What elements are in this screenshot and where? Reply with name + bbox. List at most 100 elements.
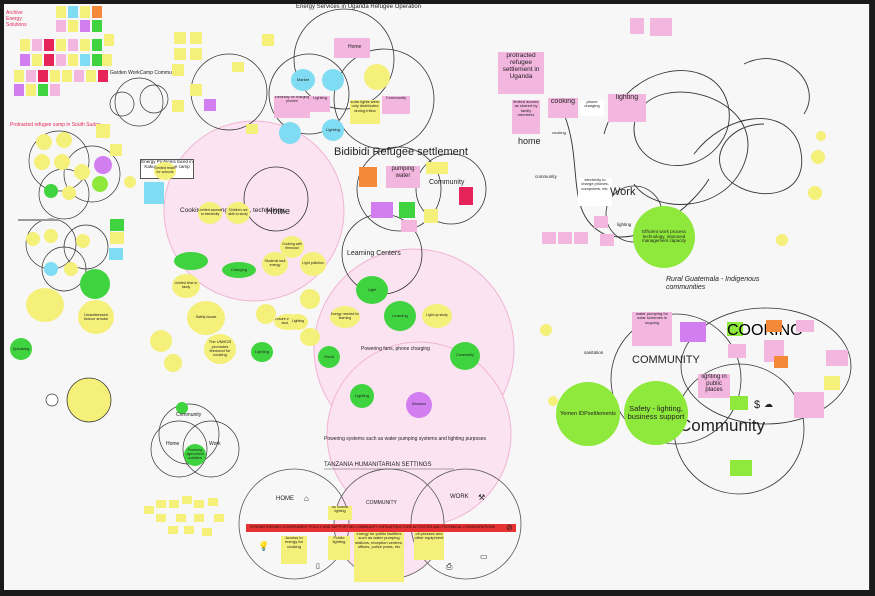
sticky-note[interactable] [169, 500, 179, 508]
yellow-note-3[interactable]: Cooking with firewood [280, 236, 304, 258]
sticky-note[interactable] [38, 84, 48, 96]
sticky-circle[interactable] [322, 69, 344, 91]
top-home-note[interactable] [334, 38, 370, 58]
sticky-note[interactable] [262, 34, 274, 46]
sticky-note[interactable] [68, 20, 78, 32]
sticky-note[interactable] [730, 396, 748, 410]
sticky-note[interactable] [190, 48, 202, 60]
yellow-note-10[interactable]: Energy needed for learning [330, 306, 360, 328]
sticky-circle[interactable] [36, 134, 52, 150]
no-lighting-note[interactable]: No outside lighting [328, 506, 352, 520]
sticky-circle[interactable] [150, 330, 172, 352]
green-note-rural[interactable]: Rural [318, 346, 340, 368]
sticky-circle[interactable] [256, 304, 276, 324]
market-circle[interactable]: Market [291, 69, 315, 91]
electricity-note[interactable]: Electricity for charging phones [274, 96, 310, 118]
sticky-note[interactable] [26, 70, 36, 82]
sticky-circle[interactable] [56, 132, 72, 148]
sticky-note[interactable] [680, 322, 706, 342]
sticky-note[interactable] [176, 514, 186, 522]
sticky-note[interactable] [144, 506, 154, 514]
green-note-light[interactable]: Light [356, 276, 388, 304]
mid-note[interactable]: Unaddressed Indoor smoke [78, 300, 114, 334]
sticky-note[interactable] [359, 167, 377, 187]
sticky-note[interactable] [630, 18, 644, 34]
sticky-note[interactable] [766, 320, 782, 332]
sticky-circle[interactable] [540, 324, 552, 336]
sticky-note[interactable] [56, 20, 66, 32]
yellow-note-7[interactable]: Safety issues [187, 301, 225, 335]
oil-presses-note[interactable]: oil presses and other equipment [414, 532, 444, 560]
yellow-note-4[interactable]: Students lack energy [262, 252, 288, 276]
sticky-note[interactable] [80, 54, 90, 66]
sticky-note[interactable] [44, 39, 54, 51]
sticky-note[interactable] [92, 54, 102, 66]
yellow-note-1[interactable]: Limited access to electricity [198, 202, 222, 224]
yellow-note-12[interactable]: Limited reach for schools [154, 162, 176, 180]
sticky-note[interactable] [796, 320, 814, 332]
protracted-note[interactable]: protracted refugee settlement in Uganda [498, 52, 544, 94]
sticky-note[interactable] [110, 232, 124, 244]
green-note[interactable] [174, 252, 208, 270]
sticky-circle[interactable] [34, 154, 50, 170]
sticky-circle[interactable] [808, 186, 822, 200]
public-lighting-note[interactable]: Public lighting [328, 536, 350, 560]
sticky-circle[interactable] [26, 232, 40, 246]
sticky-note[interactable] [399, 202, 415, 218]
sticky-note[interactable] [14, 84, 24, 96]
phone-note[interactable]: phone charging [580, 100, 604, 116]
sticky-note[interactable] [190, 32, 202, 44]
limited-note[interactable]: limited access as shared by family membe… [512, 100, 540, 134]
pumping-note[interactable]: pumping water [386, 166, 420, 188]
sticky-circle[interactable] [74, 164, 90, 180]
sticky-note[interactable] [86, 70, 96, 82]
sticky-note[interactable] [172, 100, 184, 112]
green-note-learning[interactable]: Learning [384, 301, 416, 331]
energy-public-note[interactable]: energy for public facilities such as wat… [354, 532, 404, 582]
sticky-circle[interactable] [54, 154, 70, 170]
sticky-circle[interactable] [124, 176, 136, 188]
sticky-note[interactable] [202, 528, 212, 536]
sticky-note[interactable] [56, 54, 66, 66]
sticky-note[interactable] [174, 48, 186, 60]
electricity-right-note[interactable]: electricity to charge phones, computers,… [578, 178, 612, 206]
sticky-note[interactable] [26, 84, 36, 96]
sticky-circle[interactable] [44, 229, 58, 243]
sticky-note[interactable] [68, 6, 78, 18]
sticky-circle[interactable] [364, 64, 390, 90]
sticky-note[interactable] [168, 526, 178, 534]
sticky-note[interactable] [194, 500, 204, 508]
yellow-note-8[interactable]: The UNHCR promotes firewood for cooking [204, 334, 236, 364]
sticky-circle[interactable] [811, 150, 825, 164]
access-note[interactable]: Access to energy for cooking [281, 536, 307, 564]
cooking-note[interactable]: cooking [548, 98, 578, 118]
sticky-circle[interactable] [26, 288, 64, 322]
speaking-note[interactable]: Speaking [10, 338, 32, 360]
green-note-lighting2[interactable]: Lighting [350, 384, 374, 408]
sticky-note[interactable] [728, 344, 746, 358]
sticky-circle[interactable] [44, 262, 58, 276]
solar-note[interactable]: solar lights were only distributed durin… [350, 100, 380, 124]
sticky-note[interactable] [104, 34, 114, 46]
sticky-note[interactable] [98, 70, 108, 82]
sticky-note[interactable] [80, 20, 90, 32]
sticky-note[interactable] [459, 187, 473, 205]
efficient-circle[interactable]: Efficient work process technology, impro… [633, 206, 695, 268]
sticky-note[interactable] [68, 54, 78, 66]
sticky-note[interactable] [156, 500, 166, 508]
sticky-note[interactable] [32, 39, 42, 51]
sticky-note[interactable] [110, 144, 122, 156]
yellow-note-2[interactable]: Children not able to study [226, 202, 250, 224]
lighting-note-right[interactable]: lighting [608, 94, 646, 122]
safety-circle[interactable]: Safety - lighting, business support [624, 381, 688, 445]
sticky-note[interactable] [774, 356, 788, 368]
green-note-lighting[interactable]: Lighting [251, 342, 273, 362]
yellow-note-5[interactable]: Light pollution [300, 252, 326, 276]
sticky-note[interactable] [109, 248, 123, 260]
sticky-note[interactable] [50, 70, 60, 82]
sticky-note[interactable] [371, 202, 393, 218]
sticky-note[interactable] [184, 526, 194, 534]
sticky-circle[interactable] [548, 396, 558, 406]
sticky-note[interactable] [92, 6, 102, 18]
sticky-note[interactable] [794, 392, 824, 418]
